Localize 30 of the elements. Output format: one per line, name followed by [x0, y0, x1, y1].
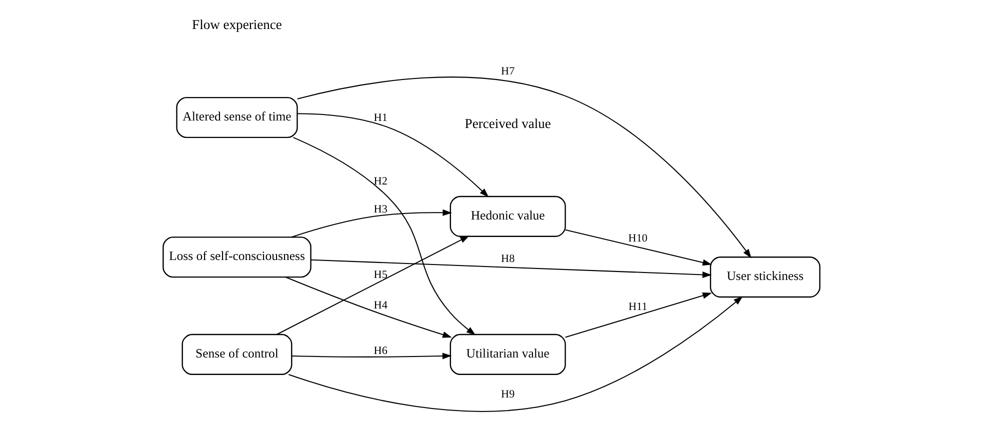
arrow — [296, 113, 488, 198]
arrow — [288, 296, 742, 412]
node-box: Loss of self-consciousness — [162, 236, 311, 278]
edge-label: H5 — [373, 269, 387, 282]
arrow — [292, 136, 476, 336]
label: Flow experience — [192, 17, 282, 32]
node-box: Altered sense of time — [176, 96, 298, 138]
edge-label: H1 — [373, 112, 387, 124]
edge-label: H3 — [373, 204, 387, 216]
arrow — [296, 76, 751, 258]
node-box: User stickiness — [709, 256, 820, 298]
edge-label: H11 — [628, 300, 647, 313]
arrow — [291, 352, 452, 360]
label: Perceived value — [464, 116, 550, 131]
arrow — [276, 236, 469, 335]
node-box: Utilitarian value — [449, 334, 566, 375]
node-box: Sense of control — [181, 334, 292, 375]
arrow — [284, 276, 452, 338]
edge-label: H2 — [373, 176, 387, 188]
edge-label: H7 — [500, 66, 514, 78]
edge-label: H6 — [373, 344, 387, 357]
edge-label: H9 — [500, 388, 514, 401]
arrow — [564, 229, 712, 266]
node-box: Hedonic value — [449, 196, 566, 237]
arrow — [564, 292, 712, 338]
edge-label: H8 — [500, 253, 514, 266]
edge-label: H4 — [373, 299, 387, 312]
arrow — [290, 209, 452, 238]
arrow — [310, 259, 712, 278]
edge-label: H10 — [628, 232, 648, 244]
